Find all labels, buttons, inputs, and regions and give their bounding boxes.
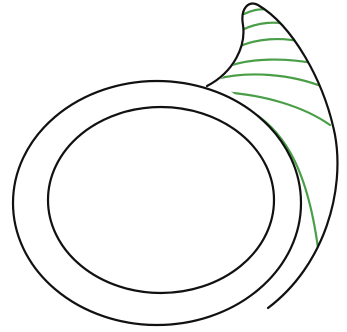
mouth-inner-ring bbox=[48, 107, 274, 293]
horn-stripe bbox=[236, 39, 302, 48]
horn-stripe bbox=[224, 60, 318, 68]
horn-stripe bbox=[212, 74, 326, 88]
